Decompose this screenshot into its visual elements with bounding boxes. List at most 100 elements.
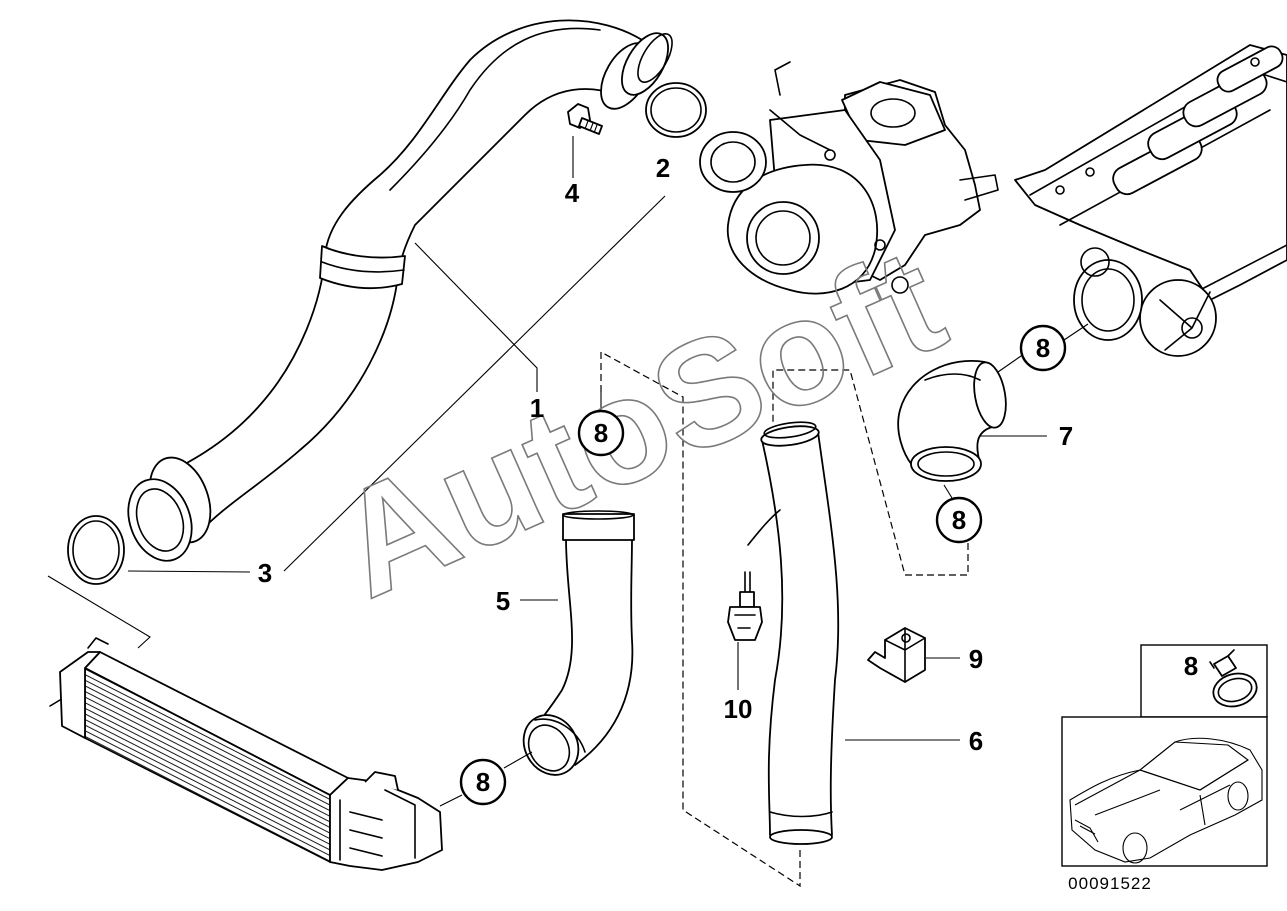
hose-1-bottom-end: [127, 478, 193, 562]
sealing-ring-2: [645, 82, 707, 138]
inset-vehicle-body: [1069, 737, 1263, 863]
inset-vehicle-grille: [1074, 819, 1099, 843]
sensor-10-hex: [727, 606, 763, 641]
hose-7-lower-bore: [917, 451, 975, 477]
clamp-callout-label: 8: [952, 505, 966, 535]
hose-1-bottom-bore: [135, 488, 185, 552]
sensor-10-thread: [739, 591, 755, 608]
clamp-callout: 8: [459, 758, 507, 806]
turbo-outlet-bore: [710, 141, 756, 183]
intercooler: [49, 637, 443, 871]
clamp-callout-circle: [935, 496, 983, 544]
inset-clamp-screw: [1209, 649, 1235, 669]
inset-clamp-screw-housing: [1213, 655, 1237, 677]
temperature-sensor-10: [727, 571, 763, 641]
hose-7-crease: [924, 373, 981, 381]
intake-manifold: [1014, 44, 1287, 301]
charge-air-hose-1: [127, 19, 673, 562]
ring-2-outer: [645, 82, 707, 138]
leader-lines: [47, 136, 1089, 888]
label-part-3: 3: [258, 558, 272, 588]
ring-3-inner: [72, 520, 120, 580]
throttle-body: [1073, 247, 1217, 357]
clip-9-hole: [901, 633, 911, 643]
hose-6-top-band: [760, 425, 820, 447]
hose-5-bottom-bore: [527, 724, 571, 772]
turbo-compressor-inlet-inner: [755, 210, 811, 266]
hose-6-bottom-end: [769, 829, 833, 845]
clip-9-body: [867, 627, 926, 683]
leader-1: [414, 242, 538, 392]
clamp-callout-circle: [577, 409, 625, 457]
throttle-hub: [1181, 317, 1203, 339]
turbo-outlet-flange: [699, 131, 767, 193]
hose-1-highlight: [389, 27, 601, 191]
leader-ring-3-intercooler: [47, 575, 151, 649]
leader-8-b: [997, 323, 1089, 373]
clamp-callout-label: 8: [594, 418, 608, 448]
sensor-10-detail: [734, 614, 756, 629]
hose-7-lower-opening: [910, 446, 982, 482]
inset-clamp-label: 8: [1184, 651, 1198, 681]
leader-8-c: [943, 484, 953, 499]
turbo-bolt: [824, 149, 836, 161]
charge-air-hose-6: [747, 421, 840, 845]
sealing-ring-3: [67, 515, 125, 585]
clamp-callout-circle: [459, 758, 507, 806]
bracket-8-c: [772, 369, 969, 576]
part-labels: 4 2 1 3 5 7 9 10 6: [258, 153, 1073, 756]
ring-2-inner: [650, 87, 702, 133]
hose-5-top-opening: [562, 510, 634, 520]
label-part-5: 5: [496, 586, 510, 616]
inset-vehicle: [1061, 716, 1268, 867]
label-part-4: 4: [565, 178, 580, 208]
inset-vehicle-windshield: [1139, 759, 1249, 791]
hose-6-sensor-boss: [747, 509, 781, 546]
ring-3-outer: [67, 515, 125, 585]
label-part-2: 2: [656, 153, 670, 183]
manifold-port-4: [1216, 45, 1284, 93]
bolt-4-shank: [578, 117, 603, 135]
drawing-number: 00091522: [1068, 874, 1152, 893]
inset-clamp: 8: [1140, 644, 1268, 718]
manifold-bolt: [1085, 167, 1095, 177]
label-part-10: 10: [724, 694, 753, 724]
clip-9: [867, 627, 926, 683]
hose-7-body: [897, 360, 993, 466]
intercooler-tank-ribs: [339, 789, 416, 861]
clip-9-edge: [884, 627, 926, 683]
turbo-pipe: [959, 174, 999, 201]
turbo-actuator-rod: [769, 61, 831, 151]
turbocharger: [699, 61, 999, 295]
hose-7-upper-opening: [973, 361, 1007, 429]
leader-3: [127, 570, 251, 573]
charge-air-hose-7: [897, 360, 1007, 482]
hose-6-bottom-band: [769, 811, 833, 818]
intercooler-left-tank: [59, 651, 101, 739]
hose-1-top-connector-ring: [637, 33, 673, 83]
hose-5-body: [527, 537, 634, 766]
manifold-bolt: [1250, 57, 1260, 67]
label-part-9: 9: [969, 644, 983, 674]
clamp-callout-label: 8: [476, 767, 490, 797]
hose-1-collar-line: [321, 261, 405, 273]
inset-clamp-band: [1212, 672, 1258, 708]
bolt-4: [567, 103, 603, 135]
label-part-1: 1: [530, 393, 544, 423]
clamp-callouts: 8 8 8 8: [459, 324, 1067, 806]
inset-vehicle-wheel-front: [1122, 832, 1148, 864]
throttle-housing: [1139, 279, 1217, 357]
manifold-bolt: [1055, 185, 1065, 195]
intercooler-outlet: [364, 771, 399, 791]
intercooler-bracket: [49, 637, 109, 707]
throttle-actuator: [1080, 247, 1110, 277]
throttle-inlet: [1073, 259, 1143, 341]
turbo-bolt: [891, 276, 909, 294]
clamp-callout-circle: [1019, 324, 1067, 372]
watermark: AutoSoft: [313, 215, 966, 629]
hose-6-top-opening: [763, 421, 817, 439]
label-part-6: 6: [969, 726, 983, 756]
clamp-callout: 8: [1019, 324, 1067, 372]
inset-clamp-band-inner: [1217, 677, 1253, 703]
